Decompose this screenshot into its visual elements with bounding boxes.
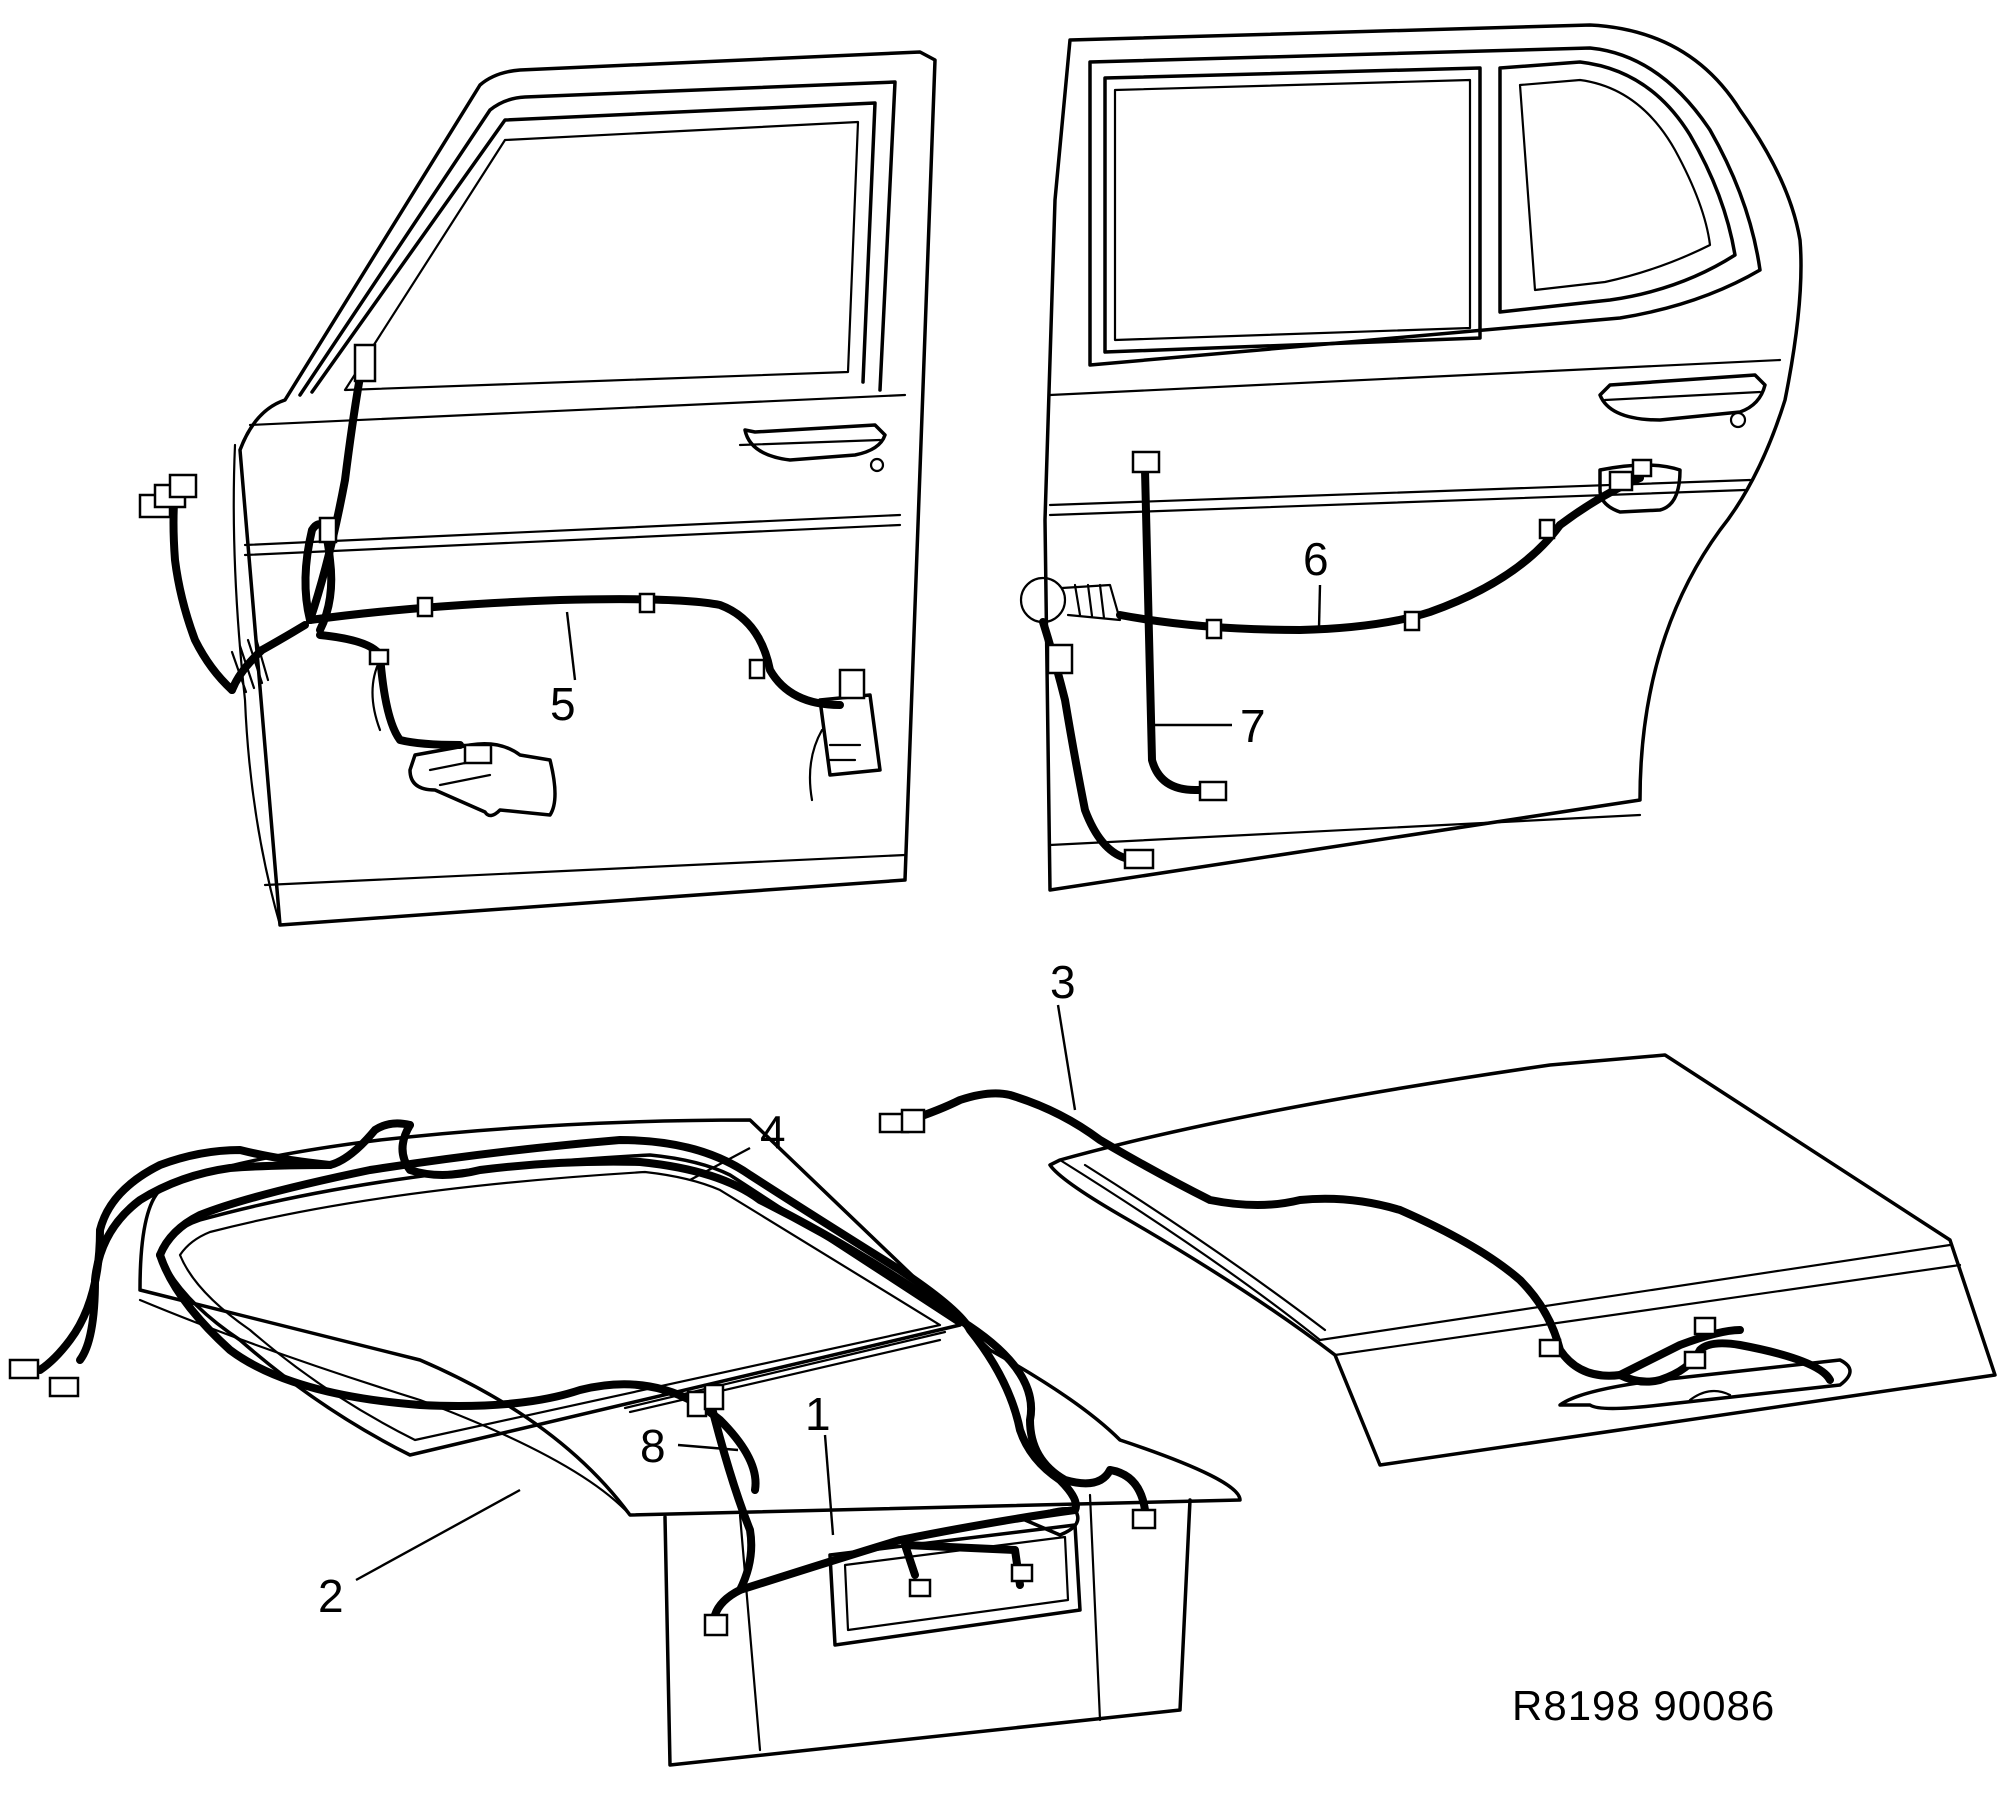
rear-door-harness [1019, 450, 1682, 870]
callout-labels: 1 2 3 4 5 6 7 8 [318, 533, 1329, 1622]
leader-5 [565, 611, 577, 681]
callout-8: 8 [640, 1420, 666, 1472]
boot-lid-harness [878, 1089, 1834, 1386]
rear-door-connector-d [1198, 780, 1228, 802]
boot-lid-latch-recess [1558, 1358, 1852, 1411]
tailgate-connector-b [48, 1376, 80, 1398]
front-door-clip-b [416, 596, 434, 618]
window-regulator-motor [408, 742, 557, 818]
front-door-clip-c [638, 592, 656, 614]
rear-door [1043, 23, 1803, 892]
tailgate-connector-c [686, 1390, 708, 1418]
front-door [232, 50, 937, 927]
tailgate-connector-h [1131, 1508, 1157, 1530]
front-door-handle [738, 423, 887, 473]
door-lock-actuator [808, 668, 882, 802]
callout-5: 5 [550, 678, 576, 730]
boot-lid-connector-c [1538, 1338, 1562, 1358]
callout-6: 6 [1303, 533, 1329, 585]
leader-6 [1317, 584, 1322, 629]
front-door-clip-d [748, 658, 766, 680]
tailgate-harness [8, 1119, 1157, 1637]
tailgate-connector-f [908, 1578, 932, 1598]
tailgate-connector-e [703, 1613, 729, 1637]
tailgate-connector-d [703, 1383, 725, 1411]
front-door-harness [138, 343, 882, 818]
boot-lid-connector-b [900, 1108, 926, 1134]
front-door-clip-e [368, 648, 390, 666]
rear-door-clip-a [1205, 618, 1223, 640]
boot-lid [1048, 1053, 1997, 1467]
license-plate-recess [828, 1523, 1082, 1647]
tailgate-lock-housing [1023, 1507, 1080, 1537]
front-door-clip-a [318, 516, 338, 544]
rear-door-lock [1598, 458, 1682, 514]
callout-4: 4 [760, 1106, 786, 1158]
callout-1: 1 [805, 1388, 831, 1440]
leader-8 [677, 1443, 739, 1452]
leader-1 [823, 1434, 835, 1536]
drawing-reference: R8198 90086 [1512, 1682, 1775, 1729]
rear-door-handle [1598, 373, 1767, 429]
tailgate-connector-a [8, 1358, 40, 1380]
mirror-connector [353, 343, 377, 383]
leader-4 [689, 1146, 751, 1182]
boot-lid-connector-d [1693, 1316, 1717, 1336]
rear-door-connector-a [1046, 643, 1074, 675]
callout-7: 7 [1240, 700, 1266, 752]
rear-door-connector-b [1123, 848, 1155, 870]
tailgate [138, 1118, 1242, 1767]
callout-2: 2 [318, 1570, 344, 1622]
rear-door-clip-c [1538, 518, 1556, 540]
rear-door-grommet [1019, 576, 1067, 624]
front-door-connector-c [168, 473, 198, 499]
rear-door-connector-c [1131, 450, 1161, 474]
leader-2 [355, 1488, 521, 1582]
leader-3 [1056, 1004, 1077, 1111]
tailgate-connector-g [1010, 1563, 1034, 1583]
boot-lid-connector-e [1683, 1350, 1707, 1370]
rear-door-clip-b [1403, 610, 1421, 632]
callout-3: 3 [1050, 956, 1076, 1008]
leader-lines [355, 584, 1322, 1582]
